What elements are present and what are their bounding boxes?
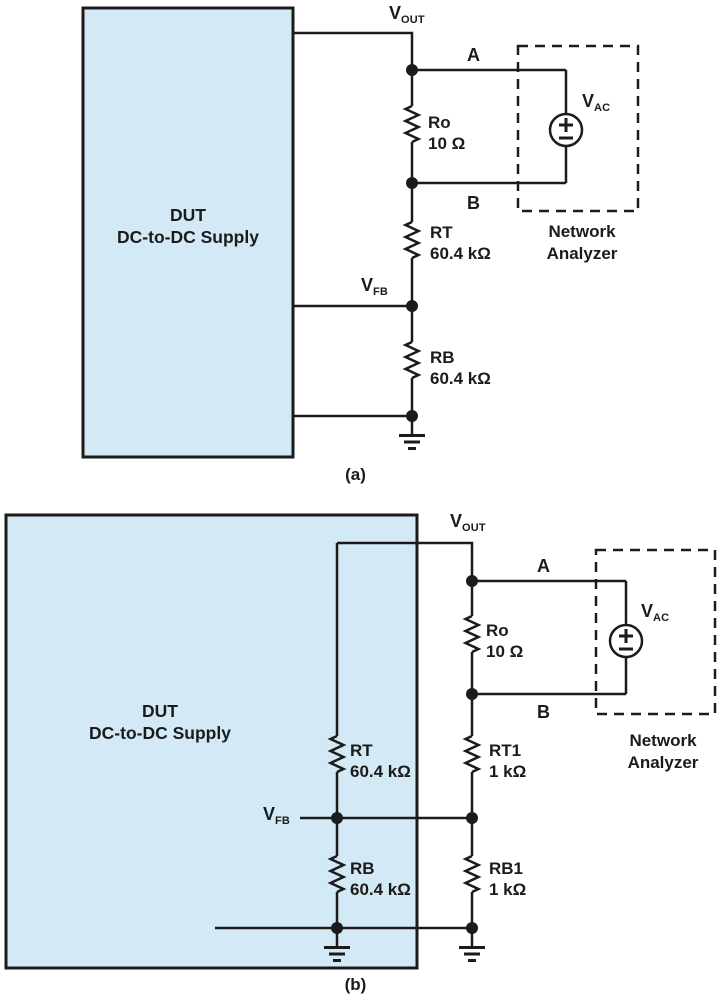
resistor-rt-a-symbol (402, 220, 422, 260)
resistor-rt-b-label: RT 60.4 kΩ (350, 741, 411, 781)
vout-label-a: VOUT (389, 3, 425, 27)
dut-label-b-line1: DUT (142, 701, 178, 721)
network-analyzer-label-b: Network Analyzer (627, 731, 699, 772)
network-analyzer-box-a (516, 44, 640, 213)
junction-dot (406, 300, 418, 312)
vout-label-b: VOUT (450, 511, 486, 535)
resistor-rb-a-label: RB 60.4 kΩ (430, 348, 491, 388)
junction-dot (331, 812, 343, 824)
resistor-ro-b-symbol (462, 614, 482, 654)
dut-block-a (81, 6, 295, 459)
junction-dot (466, 688, 478, 700)
resistor-rt-b-symbol (327, 734, 347, 774)
vout-wire-b (337, 541, 474, 581)
resistor-rb-a-symbol (402, 340, 422, 380)
resistor-rb1-b-symbol (462, 854, 482, 894)
junction-dot (466, 812, 478, 824)
caption-b: (b) (344, 975, 367, 994)
resistor-rt-a-label: RT 60.4 kΩ (430, 223, 491, 263)
caption-a: (a) (345, 465, 366, 484)
vac-label-b: VAC (641, 601, 670, 625)
node-b-label-a: B (467, 193, 480, 213)
network-analyzer-box-b (594, 548, 717, 716)
junction-dot (406, 64, 418, 76)
vout-wire-a (293, 31, 414, 70)
junction-dot (406, 410, 418, 422)
junction-dot (331, 922, 343, 934)
ground-symbol-b-internal (324, 946, 350, 962)
dut-block-b (4, 513, 419, 970)
resistor-ro-a-label: Ro 10 Ω (428, 113, 466, 153)
resistor-rb-b-symbol (327, 854, 347, 894)
junction-dot (466, 922, 478, 934)
vac-label-a: VAC (582, 91, 611, 115)
dut-label-b-line2: DC-to-DC Supply (89, 723, 231, 743)
ground-symbol-a (399, 434, 425, 450)
dut-label-a-line2: DC-to-DC Supply (117, 227, 259, 247)
node-a-label-a: A (467, 45, 480, 65)
dut-label-b: DUT DC-to-DC Supply (55, 700, 265, 744)
vac-source-b (608, 623, 644, 659)
vfb-label-a: VFB (361, 275, 389, 299)
network-analyzer-label-a: Network Analyzer (546, 222, 618, 263)
node-b-label-b: B (537, 702, 550, 722)
resistor-rb-b-label: RB 60.4 kΩ (350, 859, 411, 899)
diagram-b-graphics (4, 513, 717, 970)
resistor-rt1-b-label: RT1 1 kΩ (489, 741, 527, 781)
diagram-a-graphics (81, 6, 640, 459)
resistor-rb1-b-label: RB1 1 kΩ (489, 859, 527, 899)
resistor-ro-b-label: Ro 10 Ω (486, 621, 524, 661)
resistor-ro-a-symbol (402, 104, 422, 144)
junction-dot (406, 177, 418, 189)
resistor-rt1-b-symbol (462, 734, 482, 774)
dut-label-a-line1: DUT (170, 205, 206, 225)
ground-symbol-b-external (459, 946, 485, 962)
dut-label-a: DUT DC-to-DC Supply (83, 204, 293, 248)
vac-source-a (548, 112, 584, 148)
node-a-label-b: A (537, 556, 550, 576)
vfb-label-b: VFB (263, 804, 291, 828)
junction-dot (466, 575, 478, 587)
